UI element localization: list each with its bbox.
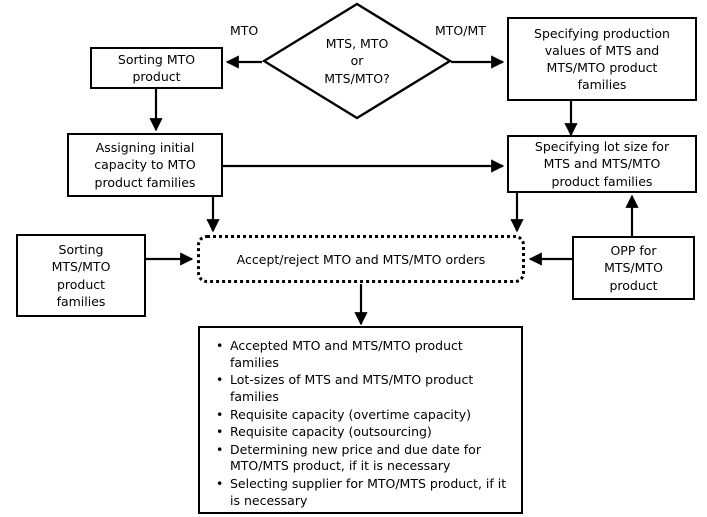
node-sorting-mto-product[interactable]: Sorting MTO product [90,47,223,89]
list-item: Accepted MTO and MTS/MTO product familie… [216,338,515,371]
decision-diamond[interactable]: MTS, MTO or MTS/MTO? [262,2,452,120]
node-specifying-production-values[interactable]: Specifying production values of MTS and … [507,17,697,101]
outputs-box: Accepted MTO and MTS/MTO product familie… [198,326,523,514]
node-specifying-lot-size[interactable]: Specifying lot size for MTS and MTS/MTO … [507,135,697,193]
list-item: Determining new price and due date for M… [216,442,515,475]
node-opp-mts-mto-product[interactable]: OPP for MTS/MTO product [572,236,695,300]
decision-diamond-shape [262,2,452,120]
decision-diamond-label: MTS, MTO or MTS/MTO? [324,35,390,86]
list-item: Requisite capacity (overtime capacity) [216,407,515,424]
node-sorting-mts-mto-product-families[interactable]: Sorting MTS/MTO product families [16,234,146,317]
node-accept-reject-orders[interactable]: Accept/reject MTO and MTS/MTO orders [197,235,525,283]
list-item: Selecting supplier for MTO/MTS product, … [216,476,515,509]
edge-label-mto-mts: MTO/MT [434,23,487,38]
list-item: Requisite capacity (outsourcing) [216,424,515,441]
node-assigning-initial-capacity[interactable]: Assigning initial capacity to MTO produc… [67,133,223,197]
edge-label-mto: MTO [229,23,260,38]
list-item: Lot-sizes of MTS and MTS/MTO product fam… [216,372,515,405]
outputs-list: Accepted MTO and MTS/MTO product familie… [208,338,515,509]
